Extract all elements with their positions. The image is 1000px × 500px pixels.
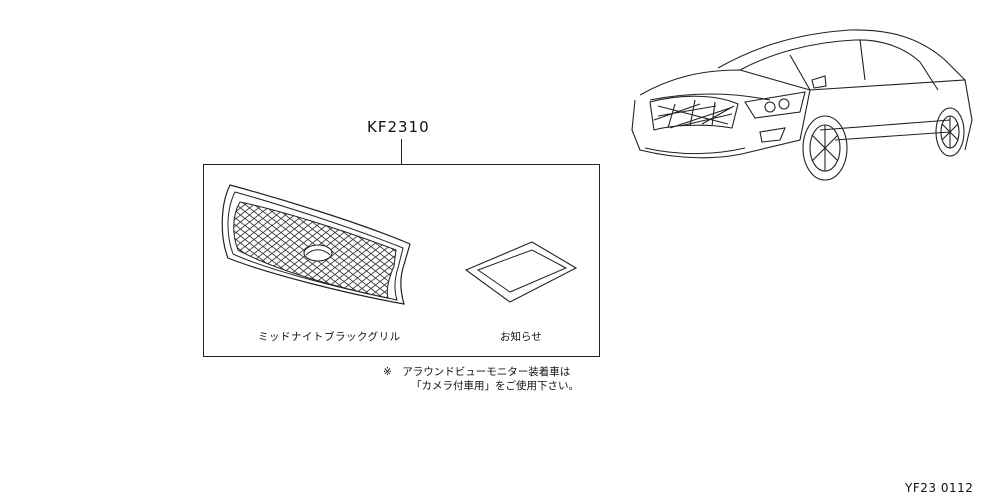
note-line-2: 「カメラ付車用」をご使用下さい。 xyxy=(411,380,579,392)
leader-line xyxy=(401,139,402,164)
kit-contents-box xyxy=(203,164,600,357)
note-line-1: ※ アラウンドビューモニター装着車は xyxy=(383,366,571,378)
part-number-label: KF2310 xyxy=(367,118,430,136)
front-grille-icon xyxy=(221,184,411,305)
grille-label: ミッドナイトブラックグリル xyxy=(258,331,401,343)
notice-label: お知らせ xyxy=(500,331,542,343)
sedan-car-icon xyxy=(631,29,973,181)
notice-card-icon xyxy=(464,241,578,303)
figure-code: YF23 0112 xyxy=(905,481,974,495)
